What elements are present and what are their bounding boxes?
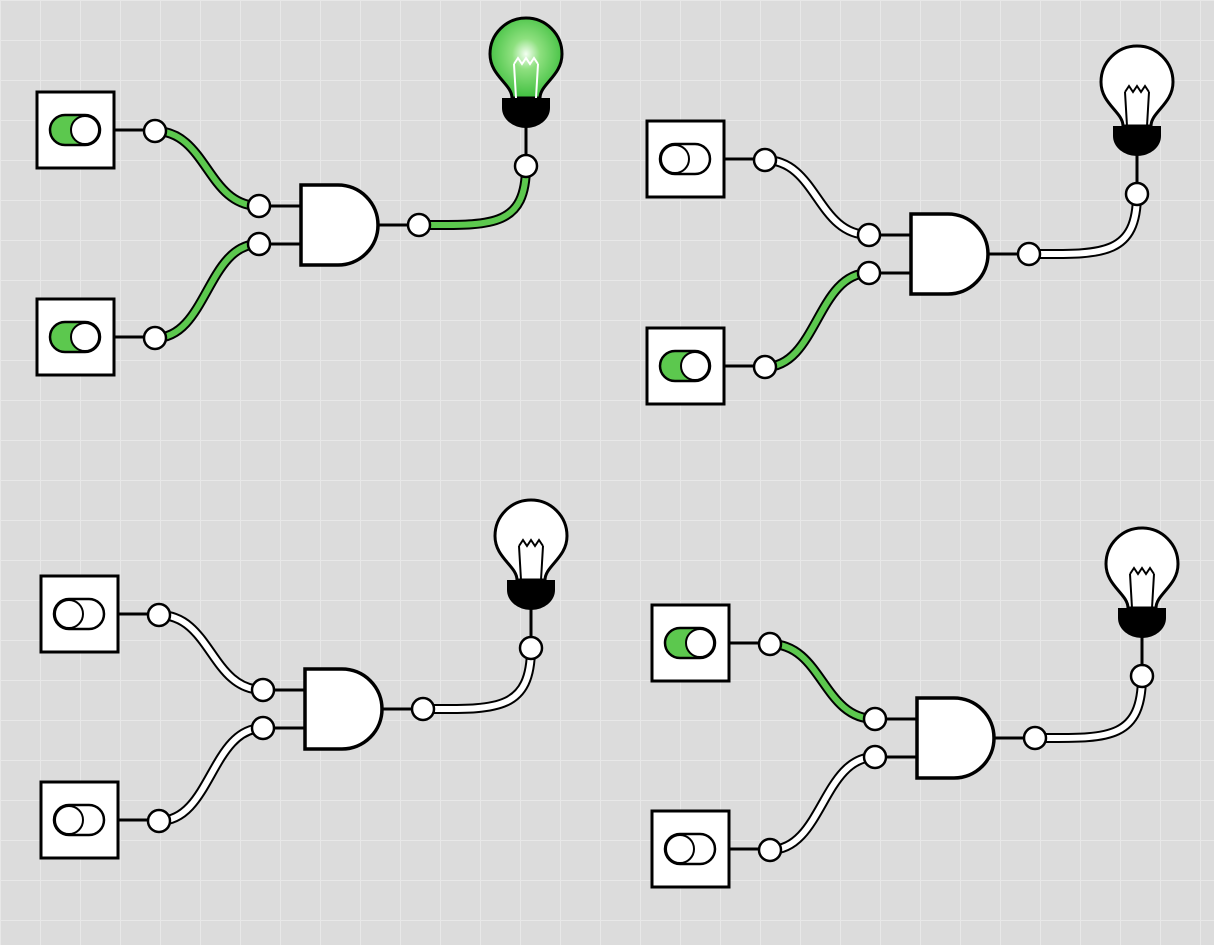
toggle-switch-2[interactable] xyxy=(35,297,155,377)
wire-output xyxy=(1032,673,1145,742)
gate-input-port[interactable] xyxy=(862,744,888,770)
switch-output-port[interactable] xyxy=(142,325,168,351)
switch-output-port[interactable] xyxy=(146,602,172,628)
wire-output xyxy=(416,163,529,229)
gate-input-port[interactable] xyxy=(246,193,272,219)
wire-input-b xyxy=(762,270,872,370)
bulb-input-port[interactable] xyxy=(513,153,539,179)
switch-knob xyxy=(665,834,695,864)
and-gate[interactable] xyxy=(875,696,1035,780)
bulb-filament xyxy=(1129,566,1155,609)
gate-output-port[interactable] xyxy=(406,212,432,238)
switch-knob xyxy=(680,351,710,381)
wire-output xyxy=(420,645,534,713)
switch-knob xyxy=(70,322,100,352)
toggle-switch-2[interactable] xyxy=(645,326,765,406)
gate-input-port[interactable] xyxy=(250,677,276,703)
switch-knob xyxy=(70,115,100,145)
and-circuit xyxy=(39,498,569,860)
switch-knob xyxy=(54,805,84,835)
gate-output-port[interactable] xyxy=(1016,241,1042,267)
wire-input-a xyxy=(152,128,262,209)
wire-output xyxy=(1026,191,1140,258)
bulb-filament xyxy=(1124,84,1150,127)
bulb-input-port[interactable] xyxy=(1124,181,1150,207)
gate-input-port[interactable] xyxy=(862,706,888,732)
bulb-filament xyxy=(513,56,539,99)
wire-input-b xyxy=(156,725,266,824)
toggle-switch-1[interactable] xyxy=(39,574,159,654)
gate-input-port[interactable] xyxy=(856,260,882,286)
switch-output-port[interactable] xyxy=(757,631,783,657)
and-circuit xyxy=(35,16,564,377)
circuits-layer xyxy=(35,16,1180,889)
and-gate[interactable] xyxy=(869,212,1029,296)
bulb-filament xyxy=(518,538,544,581)
switch-output-port[interactable] xyxy=(757,837,783,863)
and-gate-body xyxy=(303,667,384,751)
lightbulb-on-icon xyxy=(488,16,564,166)
bulb-base xyxy=(1113,126,1161,156)
gate-input-port[interactable] xyxy=(250,715,276,741)
wire-input-a xyxy=(767,641,878,722)
wire-input-b xyxy=(767,754,878,853)
wire-input-a xyxy=(762,157,872,238)
and-circuit xyxy=(645,44,1175,406)
and-gate-body xyxy=(299,183,380,267)
switch-knob xyxy=(54,599,84,629)
switch-output-port[interactable] xyxy=(142,118,168,144)
switch-knob xyxy=(660,144,690,174)
gate-input-port[interactable] xyxy=(246,231,272,257)
wire-input-b xyxy=(152,241,262,341)
bulb-input-port[interactable] xyxy=(518,635,544,661)
toggle-switch-1[interactable] xyxy=(650,603,770,683)
lightbulb-off-icon xyxy=(1099,44,1175,194)
lightbulb-off-icon xyxy=(493,498,569,648)
wire-input-a xyxy=(156,612,266,693)
bulb-base xyxy=(507,580,555,610)
switch-output-port[interactable] xyxy=(752,354,778,380)
toggle-switch-2[interactable] xyxy=(650,809,770,889)
and-gate-body xyxy=(909,212,990,296)
gate-input-port[interactable] xyxy=(856,222,882,248)
and-gate-body xyxy=(915,696,996,780)
switch-output-port[interactable] xyxy=(146,808,172,834)
switch-knob xyxy=(685,628,715,658)
gate-output-port[interactable] xyxy=(410,696,436,722)
toggle-switch-1[interactable] xyxy=(645,119,765,199)
switch-output-port[interactable] xyxy=(752,147,778,173)
gate-output-port[interactable] xyxy=(1022,725,1048,751)
toggle-switch-2[interactable] xyxy=(39,780,159,860)
toggle-switch-1[interactable] xyxy=(35,90,155,170)
bulb-base xyxy=(1118,608,1166,638)
and-circuit xyxy=(650,526,1180,889)
bulb-input-port[interactable] xyxy=(1129,663,1155,689)
bulb-base xyxy=(502,98,550,128)
